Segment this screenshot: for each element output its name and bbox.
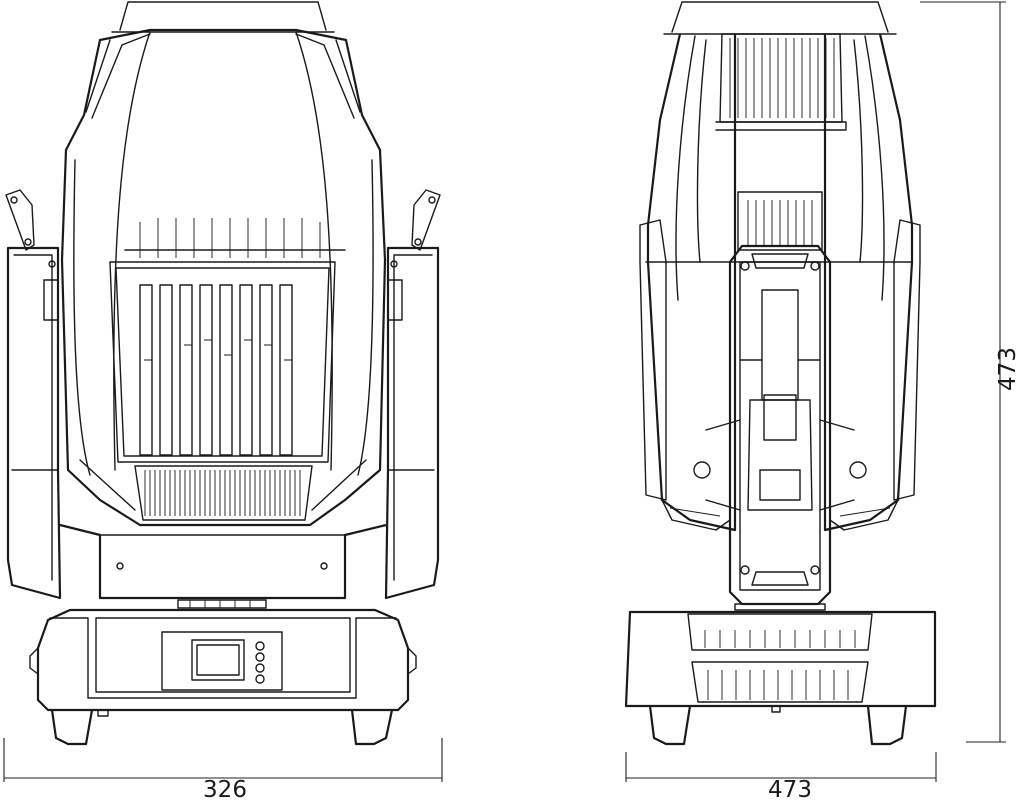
side-inner-fins (737, 191, 823, 251)
front-width-label: 326 (203, 777, 247, 802)
side-top-cap (663, 1, 897, 35)
side-head-shell (639, 33, 921, 532)
front-width-dimension: 326 (3, 738, 443, 802)
front-view: 326 (3, 1, 443, 802)
side-height-dimension: 473 (920, 1, 1021, 743)
side-neck (734, 603, 826, 611)
side-lower-wings (661, 499, 899, 531)
front-yoke (59, 523, 387, 609)
side-width-label: 473 (768, 777, 812, 802)
side-view: 473 473 (624, 1, 1021, 802)
side-yoke-arm (693, 244, 867, 606)
side-width-dimension: 473 (625, 752, 937, 802)
side-height-label: 473 (995, 347, 1021, 391)
front-side-arms (5, 189, 441, 600)
front-base (29, 608, 417, 746)
front-head-shell (60, 28, 387, 527)
front-top-cap (111, 1, 335, 33)
front-lower-grille (79, 459, 367, 521)
side-base (624, 610, 937, 746)
front-upper-fins (124, 218, 346, 258)
side-top-fins (715, 33, 847, 131)
front-vent-window (109, 261, 336, 463)
